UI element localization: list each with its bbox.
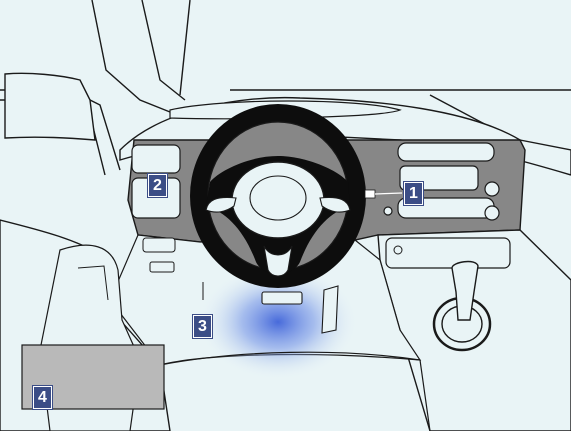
floor-line: [159, 351, 431, 431]
shift-lever: [451, 260, 479, 321]
callout-1-leader: [374, 192, 403, 195]
callout-1: 1: [404, 182, 423, 205]
steering-column-panel: [261, 291, 303, 305]
side-mirror-frame: [4, 72, 96, 141]
door-grip-line: [77, 265, 109, 301]
callout-3: 3: [193, 315, 212, 338]
left-vent-upper: [131, 144, 181, 174]
highlight-glow: [198, 264, 358, 380]
horn-pad: [249, 175, 307, 221]
center-vent-top: [397, 142, 495, 162]
right-spoke-insert: [319, 196, 351, 213]
small-button: [383, 206, 393, 216]
lower-slot: [149, 261, 175, 273]
lower-switch: [142, 237, 176, 253]
pedal-bracket: [321, 285, 339, 334]
callout-4: 4: [33, 386, 52, 409]
climate-panel: [385, 237, 511, 269]
climate-button: [393, 245, 403, 255]
lower-spoke-insert: [263, 245, 293, 277]
callout-2: 2: [148, 174, 167, 197]
control-knob-upper: [484, 181, 500, 197]
left-spoke-insert: [205, 196, 237, 213]
ignition-marker: [364, 189, 376, 199]
control-knob-lower: [484, 205, 500, 221]
